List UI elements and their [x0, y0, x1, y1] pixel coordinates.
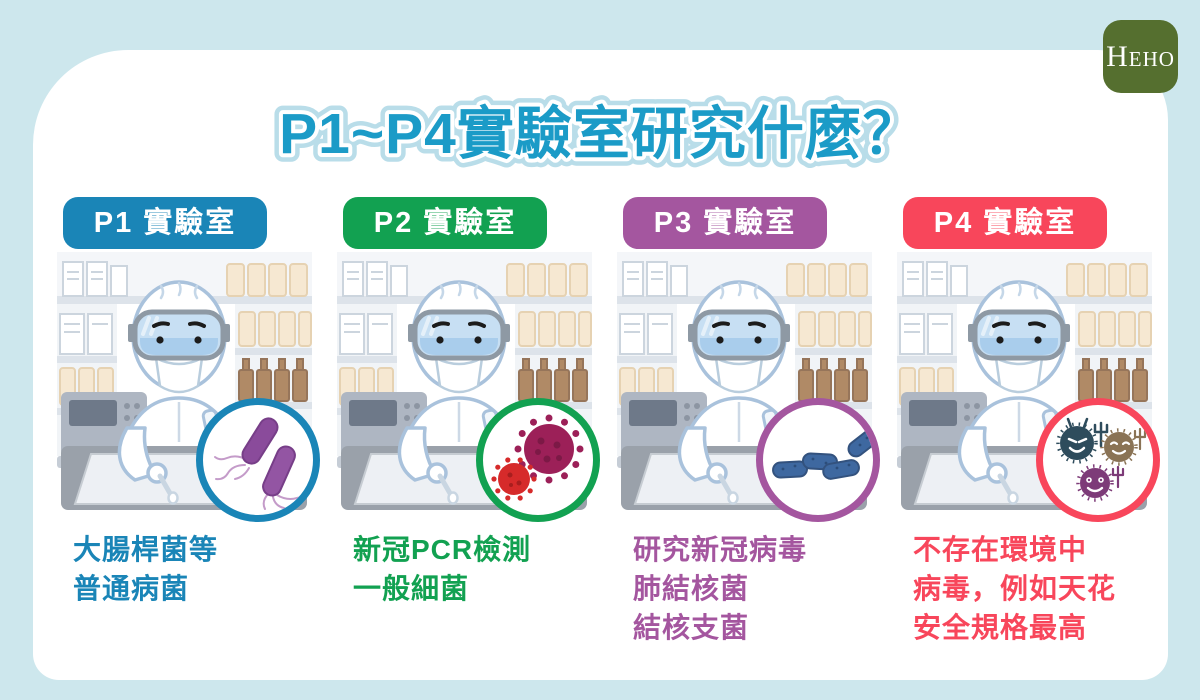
- caption-line: 病毒，例如天花: [913, 573, 1117, 604]
- lab-column-p4: P4 實驗室 不存在環境中 病毒，例如天花 安全規格最高: [897, 197, 1160, 647]
- lab-scene-p2: [337, 252, 600, 522]
- content-card: P1~P4實驗室研究什麼？ P1~P4實驗室研究什麼？ P1~P4實驗室研究什麼…: [33, 50, 1168, 680]
- lab-description-p3: 研究新冠病毒 肺結核菌 結核支菌: [617, 530, 872, 647]
- virus-monsters-with-pitchforks-icon: [1043, 405, 1153, 515]
- lab-description-p4: 不存在環境中 病毒，例如天花 安全規格最高: [897, 530, 1152, 647]
- caption-line: 研究新冠病毒: [633, 534, 808, 565]
- caption-line: 普通病菌: [73, 573, 190, 604]
- lab-scene-p3: [617, 252, 880, 522]
- lab-scene-p4: [897, 252, 1160, 522]
- heho-logo-text: Heho: [1106, 39, 1175, 73]
- caption-line: 一般細菌: [353, 573, 470, 604]
- pathogen-circle-p2: [476, 398, 600, 522]
- lab-scene-p1: [57, 252, 320, 522]
- caption-line: 安全規格最高: [913, 612, 1088, 643]
- pathogen-circle-p4: [1036, 398, 1160, 522]
- lab-column-p3: P3 實驗室 研究新冠病毒 肺結核菌 結核支菌: [617, 197, 880, 647]
- lab-badge-p2: P2 實驗室: [343, 197, 547, 249]
- pathogen-circle-p1: [196, 398, 320, 522]
- lab-description-p2: 新冠PCR檢測 一般細菌: [337, 530, 592, 608]
- caption-line: 新冠PCR檢測: [353, 534, 532, 565]
- heho-logo: Heho: [1103, 20, 1178, 93]
- purple-bacteria-with-flagella-icon: [203, 405, 313, 515]
- caption-line: 大腸桿菌等: [73, 534, 219, 565]
- page-title-outer-outline: P1~P4實驗室研究什麼？: [279, 102, 921, 166]
- lab-column-p1: P1 實驗室 大腸桿菌等 普通病菌: [57, 197, 320, 647]
- pathogen-circle-p3: [756, 398, 880, 522]
- lab-badge-p3: P3 實驗室: [623, 197, 827, 249]
- page-title-inner-outline: P1~P4實驗室研究什麼？: [279, 102, 921, 166]
- page-title-text: P1~P4實驗室研究什麼？: [279, 102, 921, 166]
- lab-badge-p4: P4 實驗室: [903, 197, 1107, 249]
- blue-rod-bacteria-chain-icon: [763, 405, 873, 515]
- caption-line: 不存在環境中: [913, 534, 1088, 565]
- lab-badge-p1: P1 實驗室: [63, 197, 267, 249]
- page-title: P1~P4實驗室研究什麼？ P1~P4實驗室研究什麼？ P1~P4實驗室研究什麼…: [271, 94, 929, 175]
- caption-line: 肺結核菌: [633, 573, 750, 604]
- caption-line: 結核支菌: [633, 612, 750, 643]
- lab-columns-row: P1 實驗室 大腸桿菌等 普通病菌 P2 實驗室: [57, 197, 1160, 647]
- lab-description-p1: 大腸桿菌等 普通病菌: [57, 530, 312, 608]
- lab-column-p2: P2 實驗室 新冠PCR檢測 一般細菌: [337, 197, 600, 647]
- coronavirus-particles-icon: [483, 405, 593, 515]
